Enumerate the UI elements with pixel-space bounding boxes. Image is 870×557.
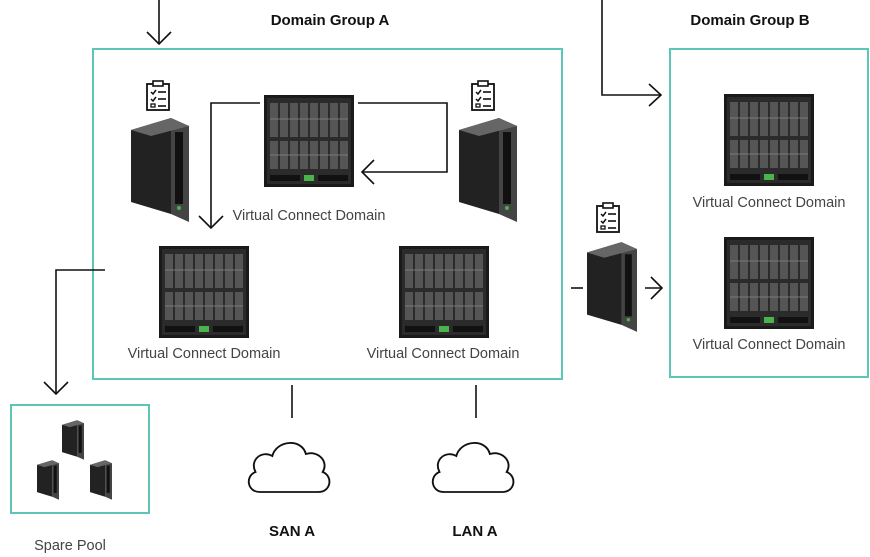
cloud-icon <box>431 442 515 493</box>
vc-domain-label: Virtual Connect Domain <box>692 337 846 353</box>
arrow-icon <box>358 102 448 185</box>
arrow-icon <box>198 102 260 230</box>
enclosure-icon <box>724 237 814 329</box>
server-profile-clipboard-icon <box>471 80 495 111</box>
lan-label: LAN A <box>452 523 498 540</box>
domain-group-a-box <box>92 48 563 380</box>
cloud-icon <box>247 442 331 493</box>
arrow-icon <box>645 276 664 300</box>
arrow-icon <box>146 0 172 46</box>
domain-group-b-title: Domain Group B <box>690 12 810 29</box>
arrow-icon <box>601 0 663 107</box>
vc-domain-label: Virtual Connect Domain <box>366 346 520 362</box>
enclosure-icon <box>159 246 249 338</box>
domain-group-a-title: Domain Group A <box>270 12 390 29</box>
enclosure-icon <box>264 95 354 187</box>
spare-pool-label: Spare Pool <box>34 538 106 554</box>
enclosure-icon <box>399 246 489 338</box>
vc-domain-label: Virtual Connect Domain <box>127 346 281 362</box>
vc-domain-label: Virtual Connect Domain <box>232 208 386 224</box>
blade-server-icon <box>62 420 84 460</box>
blade-server-icon <box>459 118 517 222</box>
blade-server-icon <box>90 460 112 500</box>
enclosure-icon <box>724 94 814 186</box>
spare-pool-box <box>10 404 150 514</box>
arrow-icon <box>43 269 105 396</box>
server-profile-clipboard-icon <box>596 202 620 233</box>
vc-domain-label: Virtual Connect Domain <box>692 195 846 211</box>
blade-server-icon <box>587 242 637 332</box>
domain-group-b-box <box>669 48 869 378</box>
blade-server-icon <box>131 118 189 222</box>
server-profile-clipboard-icon <box>146 80 170 111</box>
san-label: SAN A <box>268 523 316 540</box>
blade-server-icon <box>37 460 59 500</box>
